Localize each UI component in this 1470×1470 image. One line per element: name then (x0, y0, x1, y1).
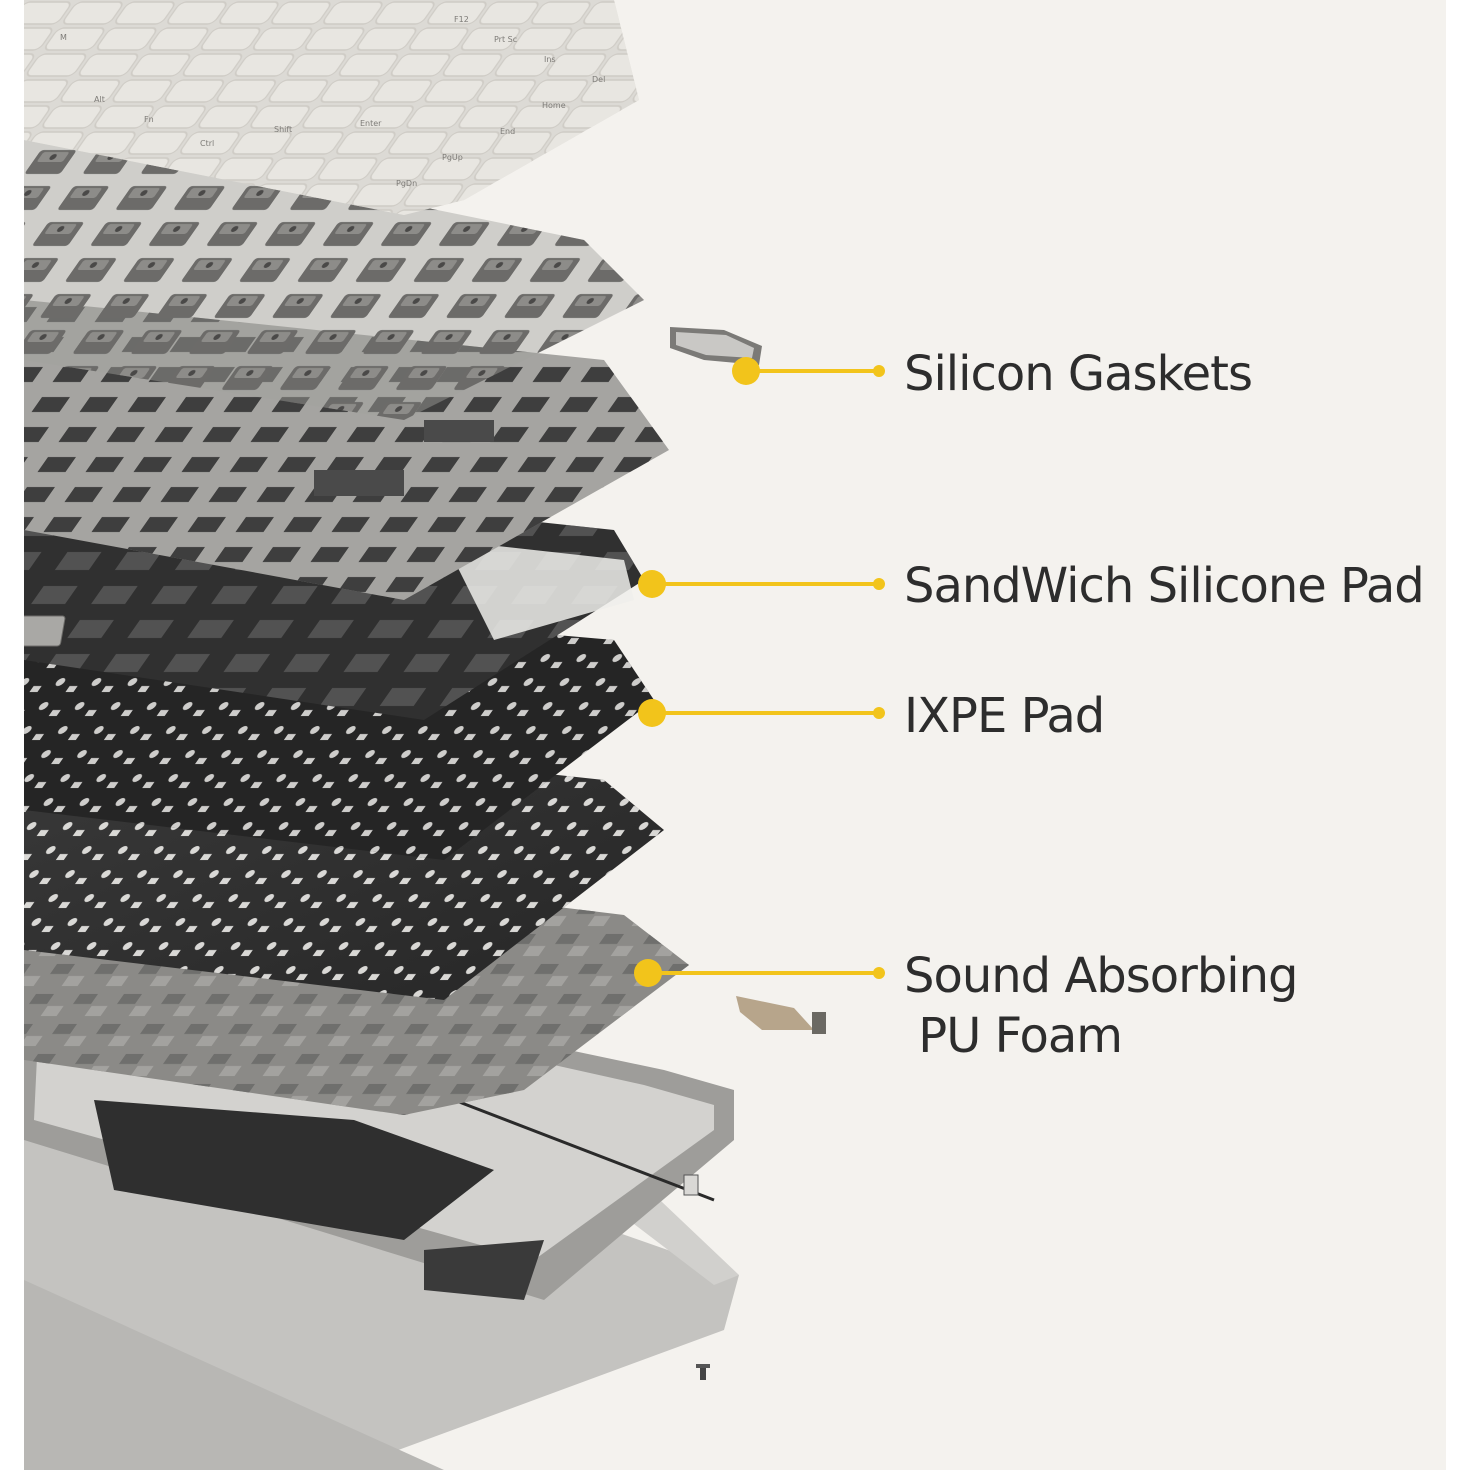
keycap-layer: F12 Prt Sc Ins Del Home End PgUp PgDn En… (24, 0, 639, 215)
keycap-prtsc-legend: Prt Sc (494, 35, 517, 44)
callout-anchor-dot (732, 357, 760, 385)
keycap-pgup-legend: PgUp (442, 153, 463, 162)
keycap-alt-legend: Alt (94, 95, 105, 104)
callout-end-dot (873, 707, 885, 719)
keycap-shift-legend: Shift (274, 125, 292, 134)
keycap-end-legend: End (500, 127, 515, 136)
callout-anchor-dot (638, 570, 666, 598)
gasket-strip-illustration (670, 327, 762, 365)
callout-label-silicon-gaskets: Silicon Gaskets (904, 344, 1253, 404)
callout-text-line: Silicon Gaskets (904, 346, 1253, 402)
callout-label-ixpe-pad: IXPE Pad (904, 686, 1105, 746)
callout-end-dot (873, 967, 885, 979)
callout-text-line: SandWich Silicone Pad (904, 558, 1425, 614)
keycap-enter-legend: Enter (360, 119, 382, 128)
screw-icon (700, 1366, 706, 1380)
gasket-piece (24, 615, 66, 647)
keycap-f12-legend: F12 (454, 15, 469, 24)
callout-end-dot (873, 578, 885, 590)
keycap-fn-legend: Fn (144, 115, 154, 124)
battery-pad (94, 1100, 494, 1240)
keycap-home-legend: Home (542, 101, 566, 110)
keycap-ins-legend: Ins (544, 55, 556, 64)
callout-label-pu-foam: Sound Absorbing PU Foam (904, 946, 1299, 1066)
diagram-canvas: F12 Prt Sc Ins Del Home End PgUp PgDn En… (24, 0, 1446, 1470)
standoff-illustration (736, 996, 826, 1034)
callout-text-line: Sound Absorbing (904, 948, 1299, 1004)
callout-label-sandwich-silicone-pad: SandWich Silicone Pad (904, 556, 1425, 616)
callout-text-line: PU Foam (904, 1008, 1123, 1064)
callout-end-dot (873, 365, 885, 377)
keycap-m-legend: M (60, 33, 67, 42)
keycap-del-legend: Del (592, 75, 605, 84)
keycap-pgdn-legend: PgDn (396, 179, 417, 188)
switch-layer (24, 140, 644, 420)
callout-text-line: IXPE Pad (904, 688, 1105, 744)
exploded-keyboard-illustration: F12 Prt Sc Ins Del Home End PgUp PgDn En… (24, 0, 885, 1470)
callout-anchor-dot (638, 699, 666, 727)
keycap-ctrl-legend: Ctrl (200, 139, 214, 148)
callout-anchor-dot (634, 959, 662, 987)
